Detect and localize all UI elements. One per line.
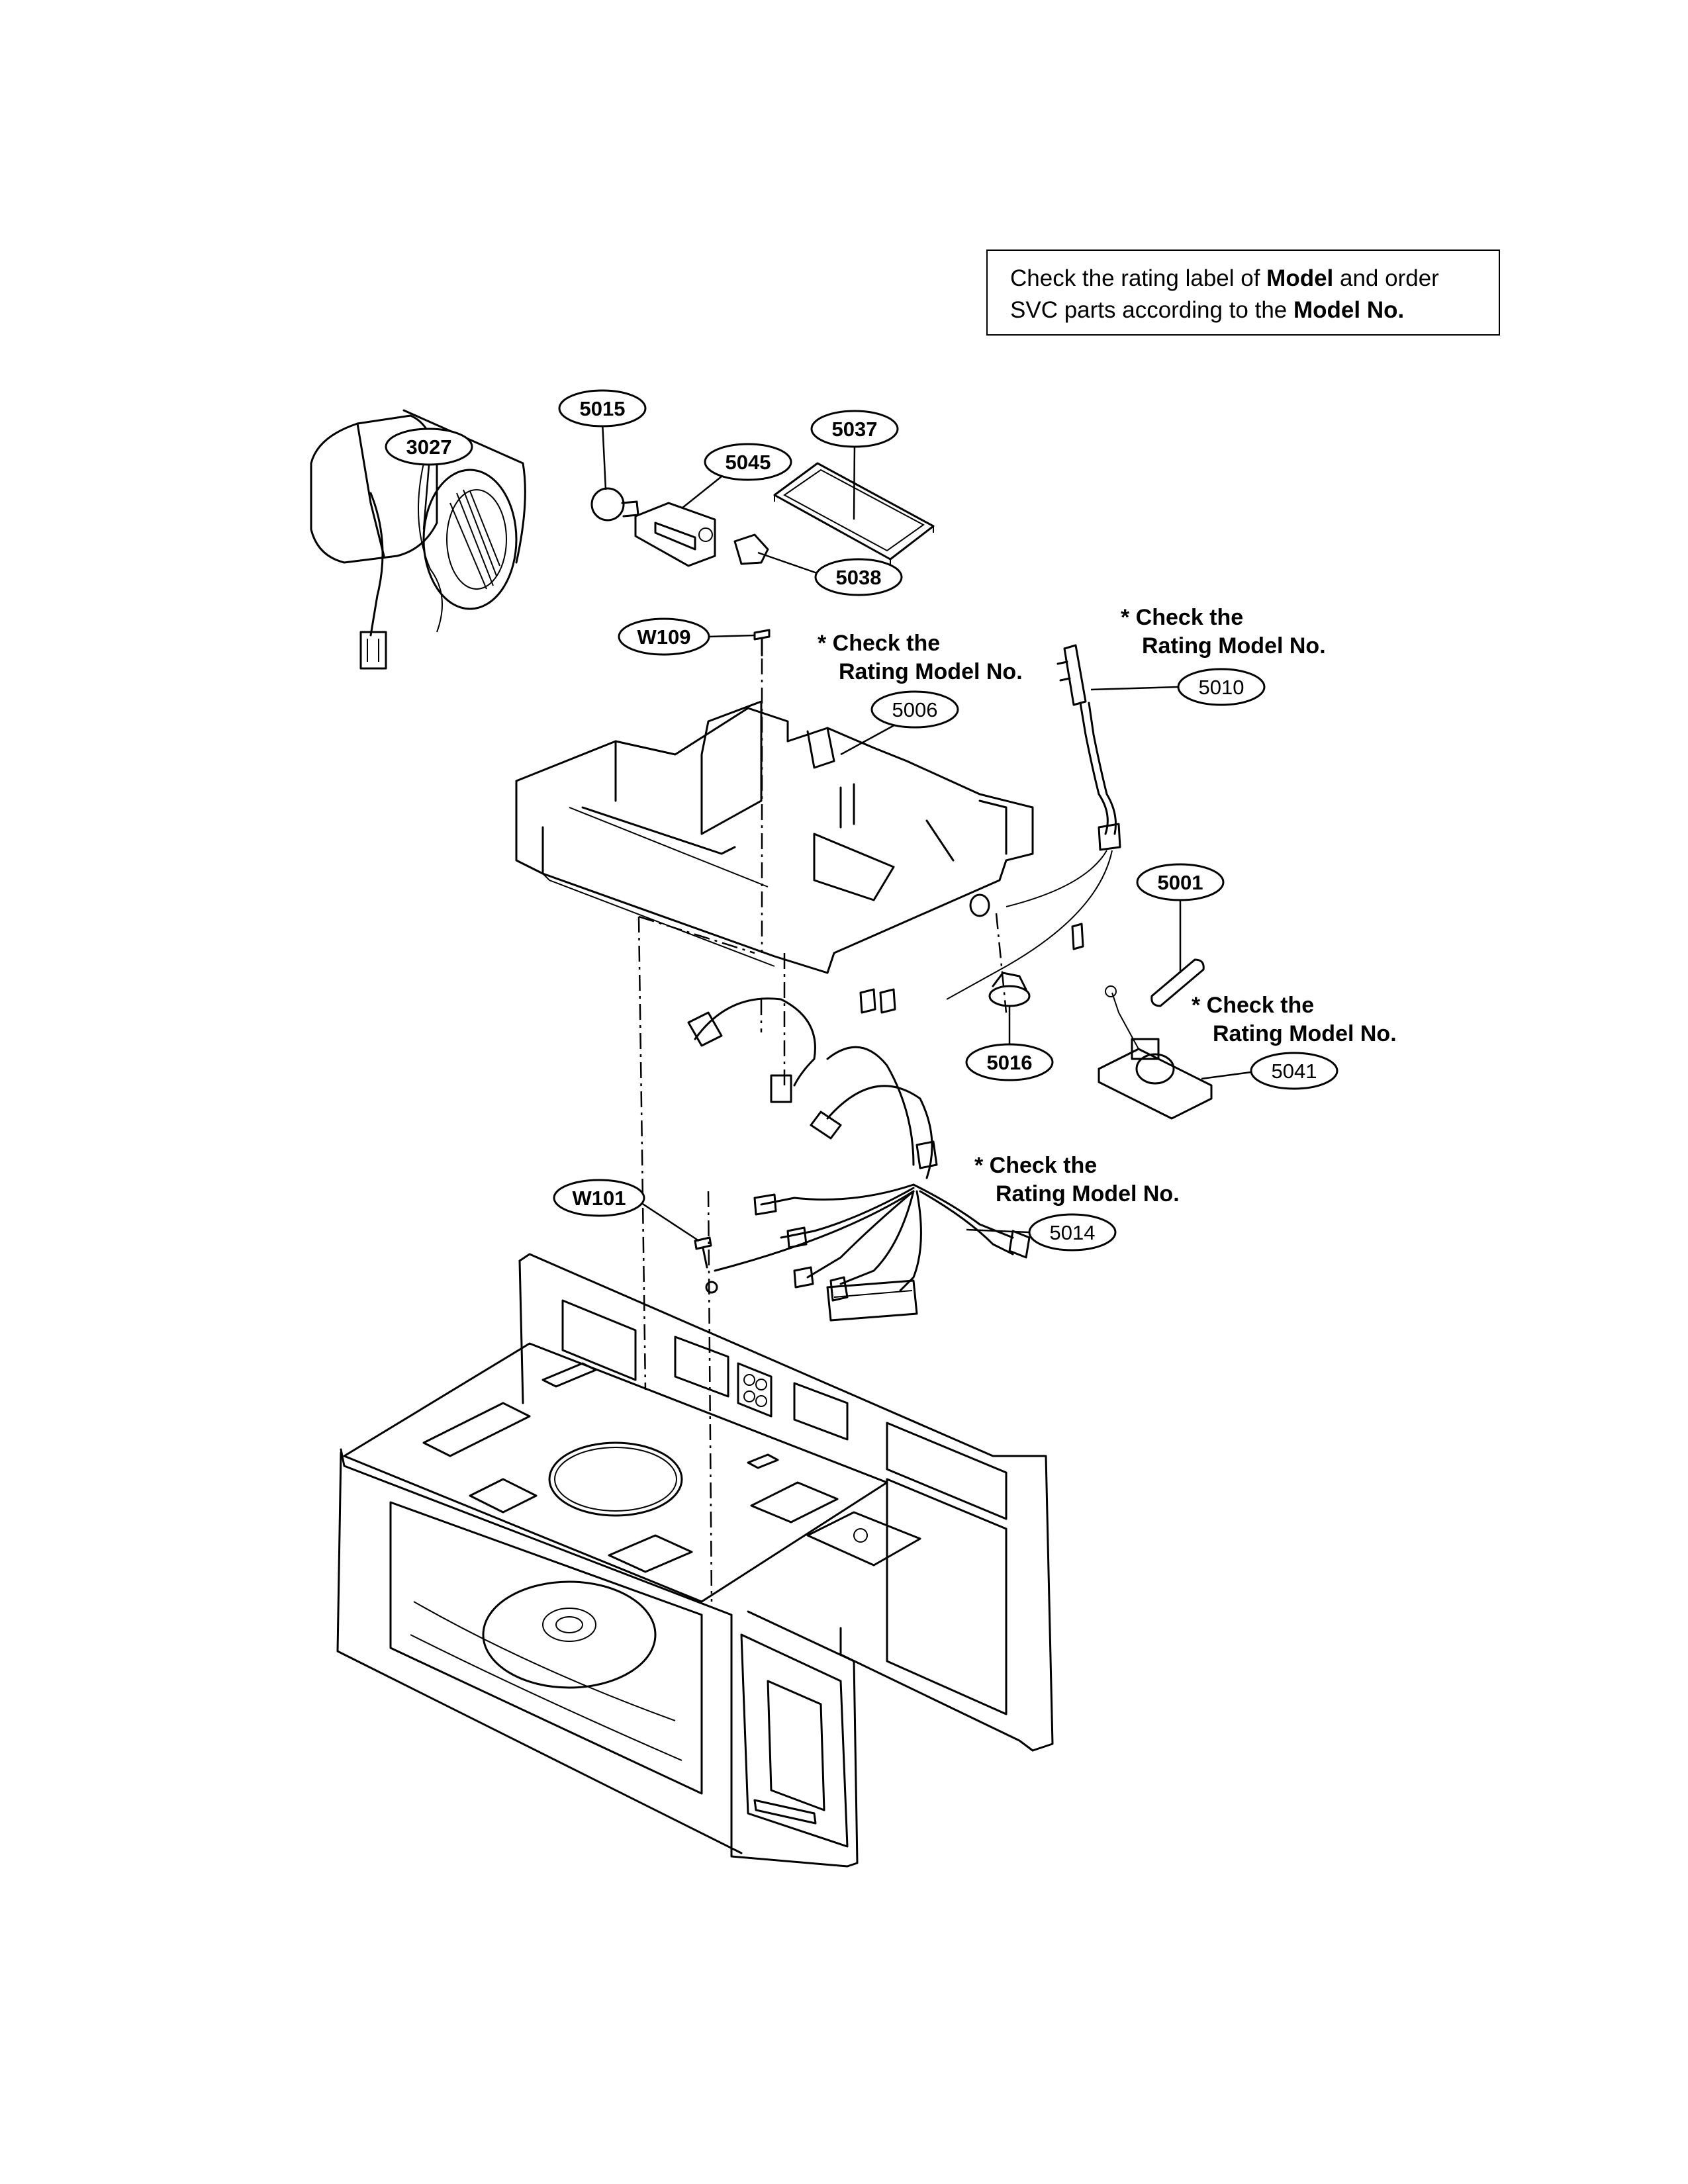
fuse (1150, 958, 1205, 1007)
note-5041: * Check the Rating Model No. (1192, 993, 1397, 1046)
thermostat (988, 972, 1031, 1007)
callout-5016: 5016 (965, 1043, 1054, 1081)
svg-text:Rating Model No.: Rating Model No. (996, 1181, 1180, 1206)
notice-text-2: and order SVC parts according to the (1010, 265, 1439, 323)
callout-5006: 5006 (870, 690, 959, 729)
note-5010: * Check the Rating Model No. (1121, 605, 1326, 659)
callout-5001: 5001 (1136, 863, 1225, 901)
svg-text:* Check the: * Check the (1192, 993, 1314, 1018)
svg-text:5001: 5001 (1158, 871, 1203, 894)
callout-5015: 5015 (558, 389, 647, 428)
screw-w109 (753, 629, 771, 657)
svg-text:5041: 5041 (1272, 1060, 1317, 1083)
service-notice-box: Check the rating label of Model and orde… (986, 250, 1500, 336)
callout-5010: 5010 (1177, 668, 1266, 706)
svg-text:* Check the: * Check the (818, 631, 940, 656)
svg-text:5014: 5014 (1050, 1221, 1096, 1244)
wire-harness (687, 988, 1031, 1322)
callout-w109: W109 (618, 617, 710, 656)
note-5014: * Check the Rating Model No. (974, 1153, 1180, 1206)
blower-fan-motor (310, 409, 526, 670)
svg-text:3027: 3027 (406, 435, 452, 459)
svg-text:Rating Model No.: Rating Model No. (1142, 633, 1326, 659)
svg-text:5037: 5037 (832, 418, 878, 441)
callout-5038: 5038 (814, 558, 903, 596)
svg-text:Rating Model No.: Rating Model No. (1213, 1021, 1397, 1046)
alignment-lines (637, 659, 1008, 1602)
notice-text-1: Check the rating label of (1010, 265, 1267, 291)
screw-w101 (694, 1236, 718, 1294)
svg-text:5045: 5045 (726, 451, 771, 474)
svg-text:5038: 5038 (836, 566, 882, 589)
callout-3027: 3027 (385, 428, 473, 466)
svg-text:5016: 5016 (987, 1051, 1033, 1074)
svg-text:5010: 5010 (1199, 676, 1244, 699)
svg-text:W109: W109 (637, 625, 691, 649)
power-cord (946, 644, 1121, 1000)
callout-5014: 5014 (1028, 1213, 1117, 1251)
svg-text:* Check the: * Check the (974, 1153, 1097, 1178)
svg-text:5015: 5015 (580, 397, 626, 420)
lamp-socket (733, 533, 769, 565)
callout-w101: W101 (553, 1179, 645, 1217)
callout-5045: 5045 (704, 443, 792, 481)
noise-filter-board (1098, 985, 1213, 1120)
leader-lines (422, 421, 1252, 1242)
notice-model-no: Model No. (1293, 297, 1405, 323)
note-5006: * Check the Rating Model No. (818, 631, 1023, 684)
lamp-bulb (590, 487, 639, 522)
callout-5041: 5041 (1250, 1052, 1338, 1090)
control-base-tray (515, 700, 1034, 974)
notice-model: Model (1266, 265, 1334, 291)
svg-text:Rating Model No.: Rating Model No. (839, 659, 1023, 684)
oven-cavity-chassis (336, 1253, 1054, 1868)
svg-text:W101: W101 (573, 1187, 626, 1210)
svg-text:* Check the: * Check the (1121, 605, 1243, 630)
svg-text:5006: 5006 (892, 698, 938, 721)
lamp-holder-bracket (634, 502, 716, 567)
filter-grille (773, 462, 935, 566)
callout-5037: 5037 (810, 410, 899, 448)
